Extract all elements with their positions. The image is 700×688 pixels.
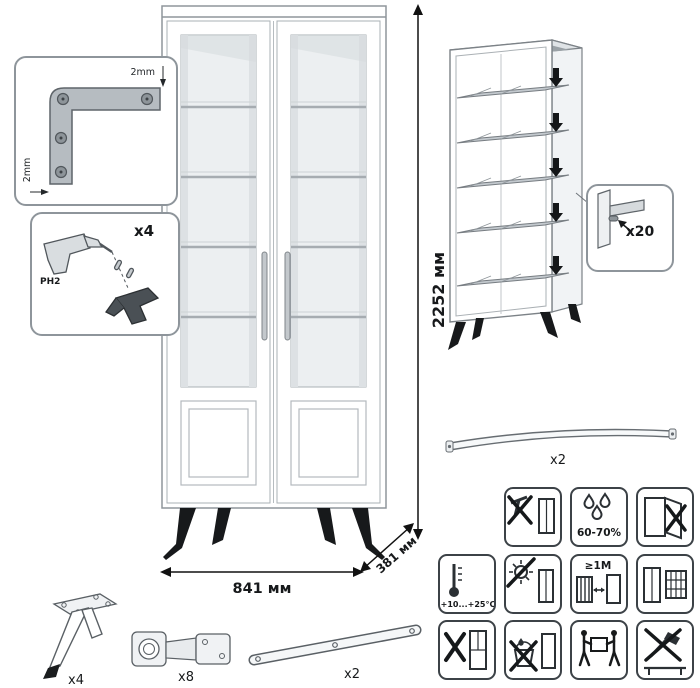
drill-drawing: x4 PH2 bbox=[40, 222, 160, 325]
no-direct-sunlight-icon bbox=[504, 554, 562, 614]
drill-count-label: x4 bbox=[134, 222, 154, 240]
temperature-label: +10...+25°C bbox=[441, 600, 494, 609]
leg-item: x4 bbox=[43, 593, 118, 686]
glass-doors bbox=[180, 34, 367, 388]
no-water-icon bbox=[504, 620, 562, 680]
door-handles bbox=[261, 251, 291, 341]
cabinet-vent-grille-icon bbox=[636, 554, 694, 614]
strap-count-label: x2 bbox=[344, 667, 360, 682]
bit-label: PH2 bbox=[40, 277, 60, 287]
handle-rail-item: x2 bbox=[445, 428, 677, 468]
height-dimension-label: 2252 мм bbox=[429, 252, 448, 328]
drill-leg-detail: x4 PH2 bbox=[30, 212, 180, 336]
shelf-pin-count-label: x20 bbox=[626, 224, 655, 240]
open-cabinet-drawing bbox=[448, 39, 601, 350]
cabinet-legs bbox=[163, 508, 385, 560]
carry-two-people-icon bbox=[570, 620, 628, 680]
corner-joint-detail: 2mm 2mm bbox=[14, 56, 178, 206]
shelf-pin-drawing: x20 bbox=[597, 189, 655, 249]
shelf-pin-detail: x20 bbox=[586, 184, 674, 272]
bottom-door-panels bbox=[180, 400, 367, 486]
no-door-lean-icon bbox=[636, 487, 694, 547]
rail-count-label: x2 bbox=[550, 453, 566, 468]
humidity-icon: 60-70% bbox=[570, 487, 628, 547]
corner-dim-top-label: 2mm bbox=[130, 67, 155, 78]
main-cabinet-drawing bbox=[161, 5, 387, 560]
corner-dim-side-label: 2mm bbox=[22, 158, 33, 183]
leg-icon bbox=[105, 287, 160, 325]
drill-icon bbox=[43, 233, 113, 275]
shelves bbox=[456, 84, 570, 287]
no-hammer-icon bbox=[636, 620, 694, 680]
no-solvent-icon bbox=[438, 620, 496, 680]
screw-icons bbox=[113, 259, 135, 279]
hinge-count-label: x8 bbox=[178, 670, 194, 684]
no-scraper-icon bbox=[504, 487, 562, 547]
temperature-range-icon: +10...+25°C bbox=[438, 554, 496, 614]
strap-item: x2 bbox=[248, 624, 422, 682]
corner-joint-drawing: 2mm 2mm bbox=[22, 66, 166, 195]
open-cabinet-legs bbox=[448, 304, 581, 350]
bottom-dimensions: 841 мм 381 мм bbox=[160, 523, 419, 597]
distance-label: ≥1M bbox=[585, 560, 612, 572]
leg-count-label: x4 bbox=[68, 673, 84, 686]
shelf-insert-arrows bbox=[549, 68, 563, 275]
hinge-item: x8 bbox=[131, 631, 231, 684]
height-dimension: 2252 мм bbox=[413, 4, 448, 540]
width-dimension-label: 841 мм bbox=[232, 581, 291, 597]
min-distance-heater-icon: ≥1M bbox=[570, 554, 628, 614]
humidity-label: 60-70% bbox=[577, 527, 622, 539]
